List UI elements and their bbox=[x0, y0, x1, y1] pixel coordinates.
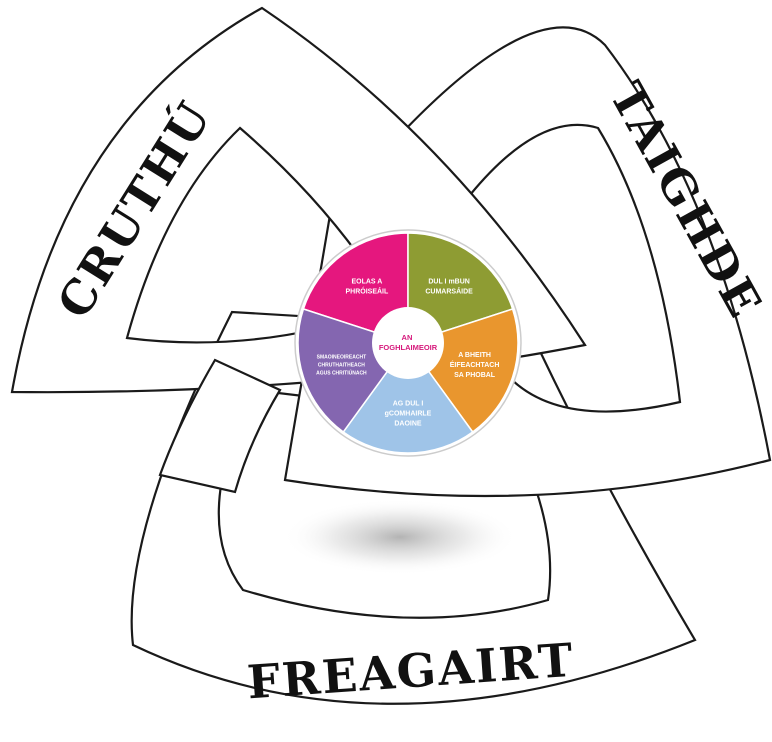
segment-consulting bbox=[342, 341, 474, 454]
segment-processing bbox=[302, 232, 409, 345]
lobe-freagairt-front bbox=[158, 358, 282, 494]
hub-label: AN FOGHLAIMEOIR bbox=[379, 333, 438, 352]
wheel-hub bbox=[372, 307, 444, 379]
segment-communicating bbox=[407, 232, 514, 345]
drop-shadow bbox=[282, 499, 518, 575]
